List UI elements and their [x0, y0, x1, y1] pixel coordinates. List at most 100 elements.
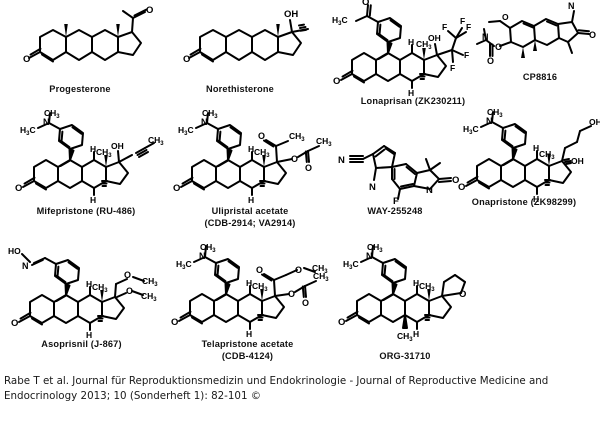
svg-text:N: N — [568, 1, 575, 11]
svg-text:CH3: CH3 — [254, 147, 270, 159]
svg-text:H: H — [246, 278, 252, 288]
caption-way-255248: WAY-255248 — [367, 206, 423, 216]
svg-text:N: N — [201, 117, 208, 127]
caption-progesterone: Progesterone — [49, 84, 111, 94]
svg-text:H3C: H3C — [332, 15, 348, 27]
svg-text:H: H — [408, 88, 414, 98]
svg-text:N: N — [43, 117, 50, 127]
svg-text:H: H — [86, 330, 92, 340]
structure-cp8816: O O N O N O — [476, 1, 600, 74]
structure-mifepristone: x CH3 N H3C O CH3 OH CH3 H H — [12, 108, 164, 205]
svg-text:H3C: H3C — [20, 125, 36, 137]
svg-text:OH: OH — [111, 141, 124, 151]
caption-norethisterone: Norethisterone — [206, 84, 274, 94]
svg-text:F: F — [442, 22, 447, 32]
structure-way-255248: N N F N O — [338, 142, 473, 207]
svg-text:O: O — [502, 12, 509, 22]
structure-ulipristal-acetate: CH3 N H3C O O CH3 CH3 O O CH3 H H — [170, 108, 332, 205]
structure-norethisterone: O OH — [180, 2, 320, 82]
svg-text:N: N — [486, 116, 493, 126]
svg-text:CH3: CH3 — [96, 147, 112, 159]
caption-ulipristal-acetate: Ulipristal acetate (CDB-2914; VA2914) — [204, 206, 296, 228]
svg-text:O: O — [302, 298, 309, 308]
svg-text:HO: HO — [8, 246, 21, 256]
svg-text:N: N — [22, 261, 29, 271]
svg-text:CH3: CH3 — [397, 331, 413, 343]
svg-text:H: H — [90, 195, 96, 205]
svg-text:CH3: CH3 — [416, 39, 432, 51]
svg-text:O: O — [288, 289, 295, 299]
svg-text:O: O — [459, 289, 466, 300]
svg-text:CH3: CH3 — [92, 282, 108, 294]
caption-cp8816: CP8816 — [522, 72, 558, 82]
svg-text:O: O — [495, 42, 502, 52]
svg-text:CH3: CH3 — [367, 242, 383, 254]
svg-text:O: O — [256, 265, 263, 275]
svg-text:F: F — [450, 63, 455, 73]
journal-citation: Rabe T et al. Journal für Reproduktionsm… — [4, 375, 549, 402]
svg-text:N: N — [426, 185, 433, 196]
svg-text:O: O — [258, 131, 265, 141]
svg-text:H3C: H3C — [463, 124, 479, 136]
svg-text:CH3: CH3 — [487, 107, 503, 119]
svg-text:O: O — [146, 5, 153, 16]
svg-text:H: H — [408, 37, 414, 47]
svg-text:O: O — [295, 265, 302, 275]
structure-asoprisnil: HO N O CH3 O CH3 O CH3 H H — [8, 246, 163, 340]
svg-text:H: H — [90, 144, 96, 154]
svg-text:OH: OH — [571, 156, 584, 166]
svg-text:CH3: CH3 — [202, 108, 218, 120]
svg-text:N: N — [199, 251, 206, 261]
svg-text:N: N — [338, 155, 345, 166]
svg-text:O: O — [173, 183, 180, 194]
svg-text:CH3: CH3 — [200, 242, 216, 254]
svg-text:F: F — [393, 196, 399, 207]
svg-text:H: H — [86, 279, 92, 289]
svg-text:H3C: H3C — [178, 125, 194, 137]
svg-text:O: O — [362, 0, 369, 8]
structure-progesterone: O O — [20, 2, 160, 82]
svg-text:N: N — [366, 251, 373, 261]
svg-text:CH3: CH3 — [289, 131, 305, 143]
svg-text:CH3: CH3 — [539, 149, 555, 161]
structure-org-31710: CH3 N H3C O CH3 O CH3 H H — [335, 242, 485, 348]
caption-org-31710: ORG-31710 — [379, 351, 431, 361]
svg-text:O: O — [126, 286, 133, 296]
caption-telapristone-acetate: Telapristone acetate (CDB-4124) — [201, 339, 294, 361]
svg-text:O: O — [15, 183, 22, 194]
svg-text:CH3: CH3 — [313, 271, 329, 283]
caption-asoprisnil: Asoprisnil (J-867) — [41, 339, 122, 349]
svg-text:CH3: CH3 — [44, 108, 60, 120]
svg-text:CH3: CH3 — [148, 135, 164, 147]
svg-text:CH3: CH3 — [316, 136, 332, 148]
svg-text:O: O — [11, 318, 18, 329]
caption-onapristone: Onapristone (ZK98299) — [471, 197, 577, 207]
svg-text:OH: OH — [428, 33, 441, 43]
svg-text:H3C: H3C — [343, 259, 359, 271]
svg-text:O: O — [124, 270, 131, 280]
svg-text:O: O — [487, 56, 494, 66]
svg-text:N: N — [482, 32, 489, 42]
svg-text:F: F — [464, 50, 469, 60]
svg-text:OH: OH — [589, 117, 600, 127]
svg-text:O: O — [333, 76, 340, 87]
svg-text:O: O — [452, 175, 459, 186]
svg-text:H: H — [248, 144, 254, 154]
structure-lonaprisan: H3C O O CH3 OH F F F F F H H — [330, 0, 490, 98]
svg-text:O: O — [589, 30, 596, 40]
caption-lonaprisan: Lonaprisan (ZK230211) — [360, 96, 466, 106]
svg-text:H: H — [533, 194, 539, 204]
structure-telapristone-acetate: CH3 N H3C O O O CH3 CH3 O O CH3 H H — [168, 242, 329, 339]
svg-text:H: H — [533, 143, 539, 153]
svg-text:CH3: CH3 — [141, 291, 157, 303]
svg-text:H3C: H3C — [176, 259, 192, 271]
svg-text:H: H — [248, 195, 254, 205]
svg-text:O: O — [171, 317, 178, 328]
svg-text:CH3: CH3 — [142, 276, 158, 288]
structure-onapristone: CH3 N H3C O CH3 OH OH H H — [455, 107, 600, 204]
svg-text:O: O — [458, 182, 465, 193]
caption-mifepristone: Mifepristone (RU-486) — [36, 206, 136, 216]
svg-text:O: O — [183, 54, 190, 65]
svg-text:OH: OH — [284, 9, 298, 20]
